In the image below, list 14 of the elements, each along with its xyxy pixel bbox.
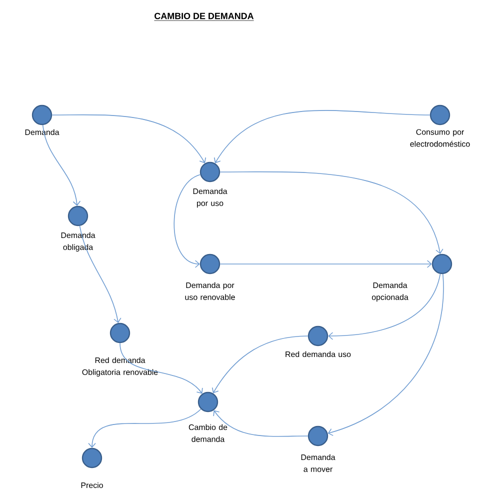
arrow xyxy=(214,110,430,164)
arrow xyxy=(328,274,444,436)
arrow xyxy=(120,342,203,394)
arrow xyxy=(88,408,202,448)
arrow xyxy=(213,410,308,437)
arrow xyxy=(220,171,444,254)
arrow xyxy=(79,226,122,324)
arrow xyxy=(42,124,81,206)
title: CAMBIO DE DEMANDA xyxy=(154,12,254,21)
arrow xyxy=(52,114,206,164)
arrow xyxy=(212,336,308,394)
arrow xyxy=(220,260,432,268)
arrow xyxy=(174,174,201,268)
arrow xyxy=(328,274,441,340)
